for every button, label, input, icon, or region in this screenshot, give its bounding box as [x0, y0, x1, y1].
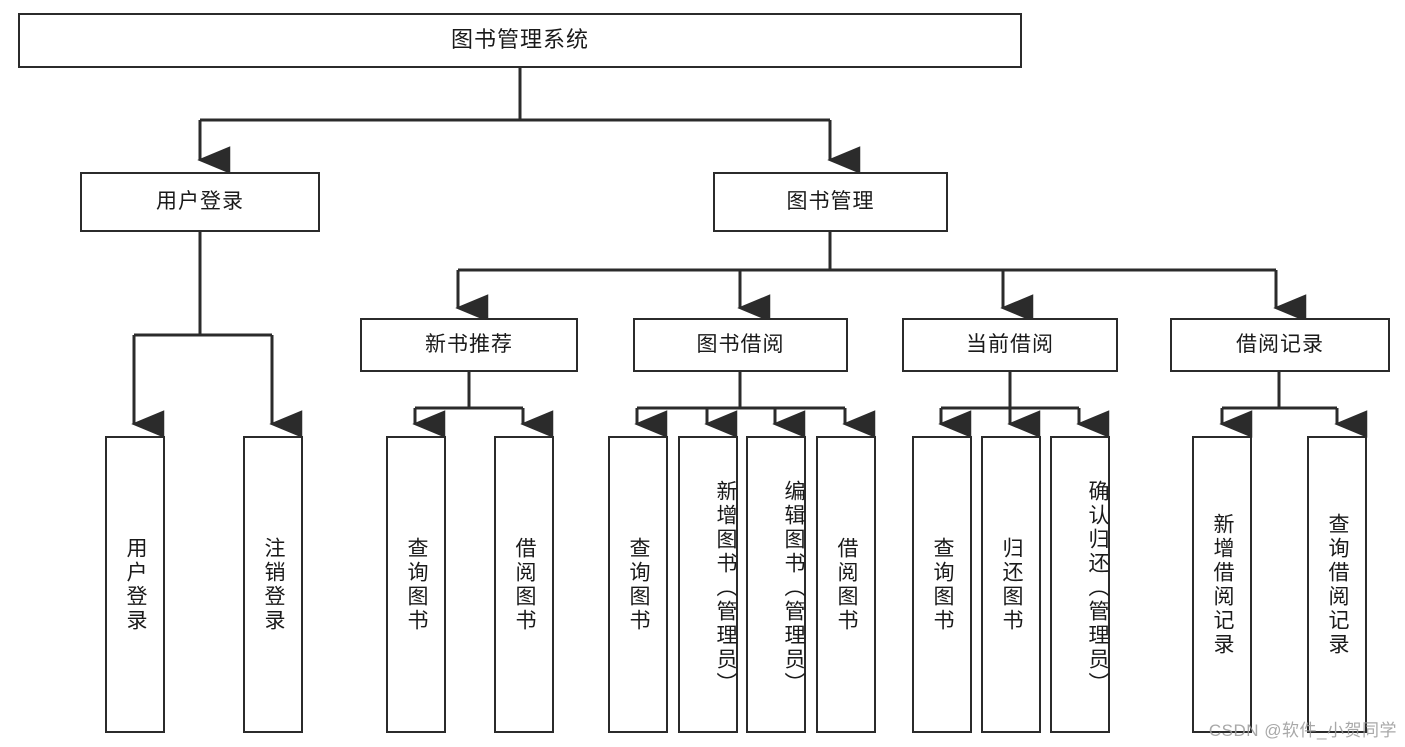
node-root-system[interactable]: 图书管理系统: [18, 13, 1022, 68]
leaf-user-login[interactable]: 用户登录: [105, 436, 165, 733]
watermark-text: CSDN @软件_小贺同学: [1208, 721, 1397, 740]
edge-group-current-borrow: [938, 372, 1110, 438]
edge-group-borrow-record: [1219, 372, 1368, 438]
node-book-borrow[interactable]: 图书借阅: [633, 318, 848, 372]
leaf-return-book[interactable]: 归还图书: [981, 436, 1041, 733]
node-current-borrow[interactable]: 当前借阅: [902, 318, 1118, 372]
leaf-add-borrow-record[interactable]: 新增借阅记录: [1192, 436, 1252, 733]
leaf-borrow-book[interactable]: 借阅图书: [816, 436, 876, 733]
node-new-book-recommend[interactable]: 新书推荐: [360, 318, 578, 372]
node-user-login[interactable]: 用户登录: [80, 172, 320, 232]
node-book-management[interactable]: 图书管理: [713, 172, 948, 232]
leaf-query-book-newbook[interactable]: 查询图书: [386, 436, 446, 733]
leaf-edit-book-admin[interactable]: 编辑图书（管理员）: [746, 436, 806, 733]
leaf-query-borrow-record[interactable]: 查询借阅记录: [1307, 436, 1367, 733]
edge-group-root: [197, 68, 861, 174]
edge-group-new-book: [412, 372, 554, 438]
edge-group-user-login: [131, 232, 303, 438]
leaf-logout[interactable]: 注销登录: [243, 436, 303, 733]
leaf-add-book-admin[interactable]: 新增图书（管理员）: [678, 436, 738, 733]
leaf-confirm-return-admin[interactable]: 确认归还（管理员）: [1050, 436, 1110, 733]
edge-group-book-borrow: [634, 372, 876, 438]
leaf-query-book-borrow[interactable]: 查询图书: [608, 436, 668, 733]
leaf-query-book-current[interactable]: 查询图书: [912, 436, 972, 733]
leaf-borrow-book-newbook[interactable]: 借阅图书: [494, 436, 554, 733]
edge-group-book-manage: [455, 232, 1307, 322]
node-borrow-record[interactable]: 借阅记录: [1170, 318, 1390, 372]
